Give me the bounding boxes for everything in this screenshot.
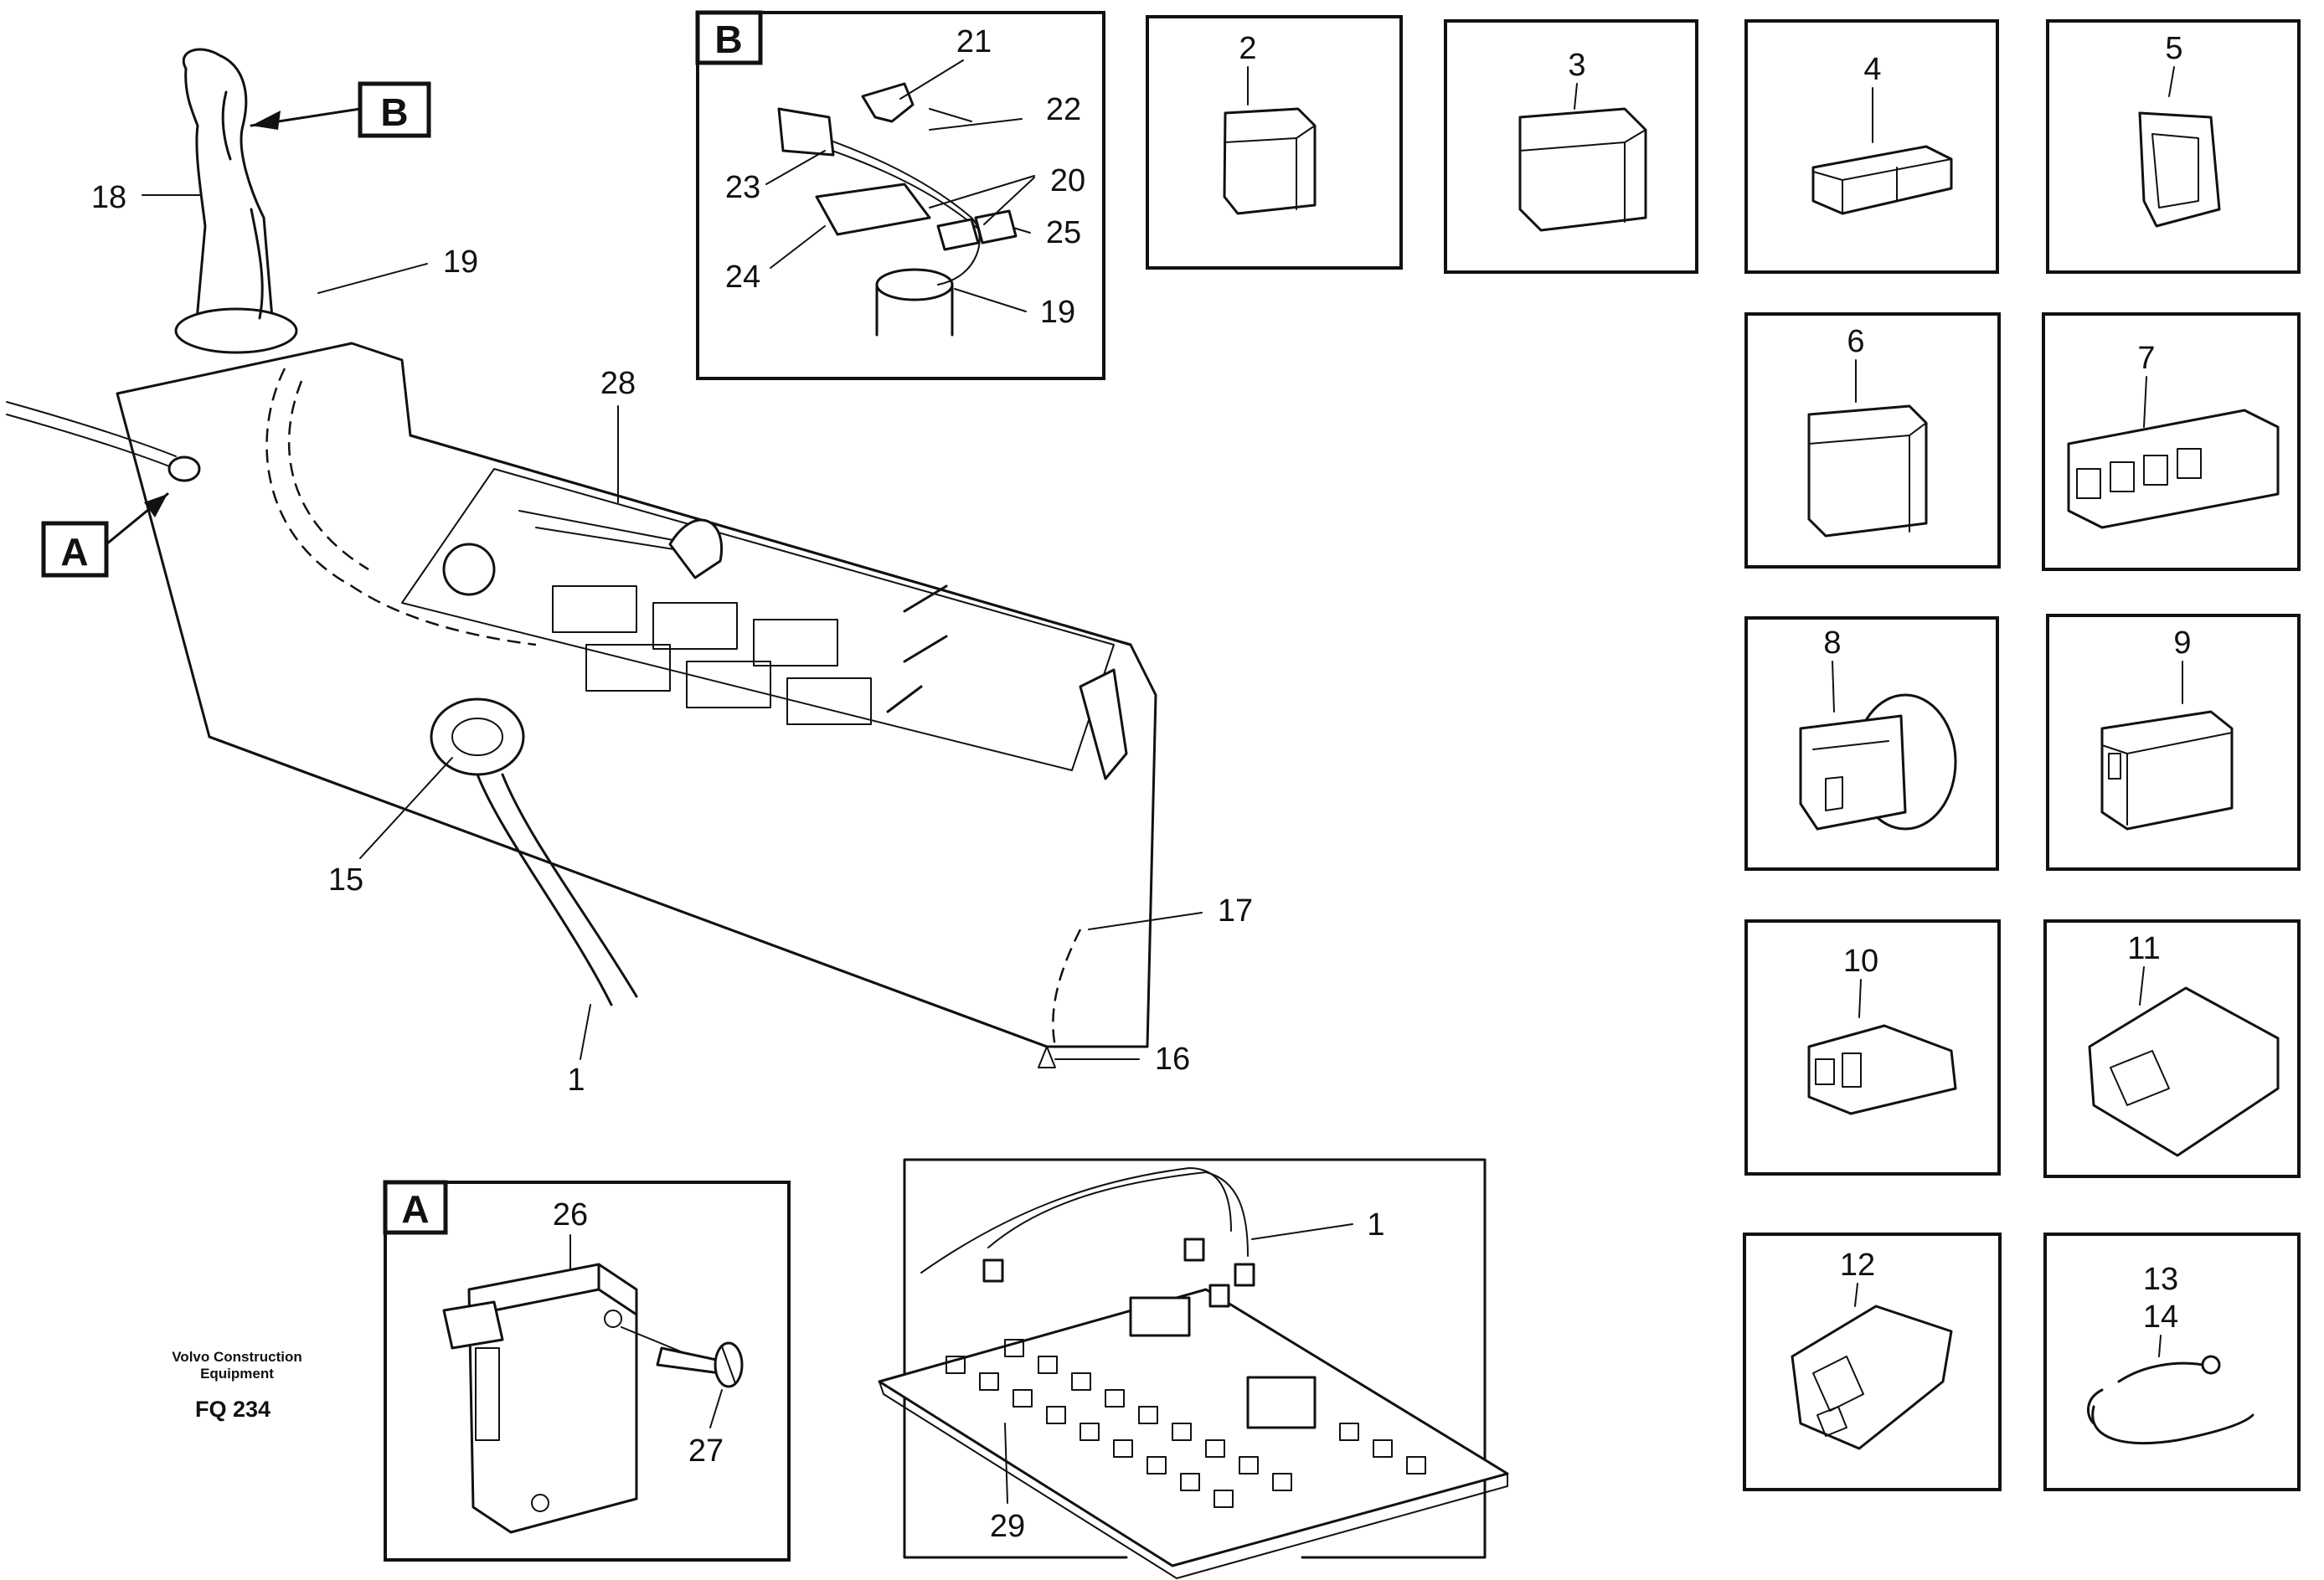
connector-box-4: 4 <box>1744 19 1999 274</box>
detail-a-tag: A <box>401 1187 429 1231</box>
label-27: 27 <box>688 1433 724 1469</box>
label-21: 21 <box>956 24 992 59</box>
detail-b-labels: 21 22 23 20 24 25 19 <box>725 24 1085 330</box>
connector-label-13: 13 <box>2143 1262 2178 1297</box>
label-15: 15 <box>328 862 363 898</box>
detail-b-tag: B <box>714 18 742 61</box>
connector-box-6: 6 <box>1744 312 2001 569</box>
connector-box-8: 8 <box>1744 616 1999 871</box>
label-26: 26 <box>553 1197 588 1233</box>
label-20: 20 <box>1050 163 1085 198</box>
label-25: 25 <box>1046 215 1081 250</box>
drawing-code: FQ 234 <box>195 1397 271 1422</box>
label-1-board: 1 <box>1367 1207 1384 1243</box>
circuit-board-labels: 1 29 <box>990 1207 1385 1544</box>
callout-a-text: A <box>60 530 88 574</box>
connector-box-2: 2 <box>1146 15 1403 270</box>
connector-label-14: 14 <box>2143 1300 2178 1335</box>
label-1: 1 <box>567 1063 585 1098</box>
label-28: 28 <box>600 366 636 401</box>
label-29: 29 <box>990 1509 1025 1544</box>
connector-label-12: 12 <box>1840 1248 1875 1283</box>
connector-box-11: 11 <box>2043 919 2301 1178</box>
detail-a-labels: 26 27 <box>553 1197 724 1469</box>
connector-box-7: 7 <box>2042 312 2301 571</box>
connector-label-7: 7 <box>2137 341 2155 376</box>
label-22: 22 <box>1046 92 1081 127</box>
control-console <box>6 48 1157 1068</box>
connector-label-5: 5 <box>2165 31 2182 66</box>
connector-label-4: 4 <box>1863 52 1881 87</box>
label-24: 24 <box>725 260 760 295</box>
caption: Volvo Construction Equipment FQ 234 <box>172 1349 302 1422</box>
label-16: 16 <box>1155 1042 1190 1077</box>
connector-box-9: 9 <box>2046 614 2301 871</box>
label-19-detail: 19 <box>1040 295 1075 330</box>
connector-label-10: 10 <box>1843 944 1878 979</box>
connector-box-3: 3 <box>1444 19 1698 274</box>
caption-line-2: Equipment <box>200 1366 274 1382</box>
connector-label-3: 3 <box>1568 48 1585 83</box>
callout-b-text: B <box>380 90 408 134</box>
label-18: 18 <box>91 180 126 215</box>
connector-label-8: 8 <box>1823 625 1841 661</box>
detail-a-panel: A <box>383 1180 791 1562</box>
connector-box-12: 12 <box>1743 1233 2002 1491</box>
label-17: 17 <box>1218 893 1253 929</box>
connector-label-9: 9 <box>2173 625 2191 661</box>
detail-b-panel: B <box>695 10 1105 380</box>
main-view-labels: 18 19 28 15 1 17 16 <box>91 180 1253 1098</box>
connector-label-2: 2 <box>1239 31 1256 66</box>
label-23: 23 <box>725 170 760 205</box>
connector-label-11: 11 <box>2127 931 2160 966</box>
connector-box-10: 10 <box>1744 919 2001 1176</box>
callout-a-tag: A <box>41 492 169 578</box>
connector-box-5: 5 <box>2046 19 2301 274</box>
circuit-board-panel <box>878 1158 1509 1579</box>
connector-label-6: 6 <box>1847 324 1864 359</box>
caption-line-1: Volvo Construction <box>172 1349 302 1365</box>
connector-box-13-14: 13 14 <box>2043 1233 2301 1491</box>
callout-b-tag: B <box>250 81 431 138</box>
label-19: 19 <box>443 244 478 280</box>
